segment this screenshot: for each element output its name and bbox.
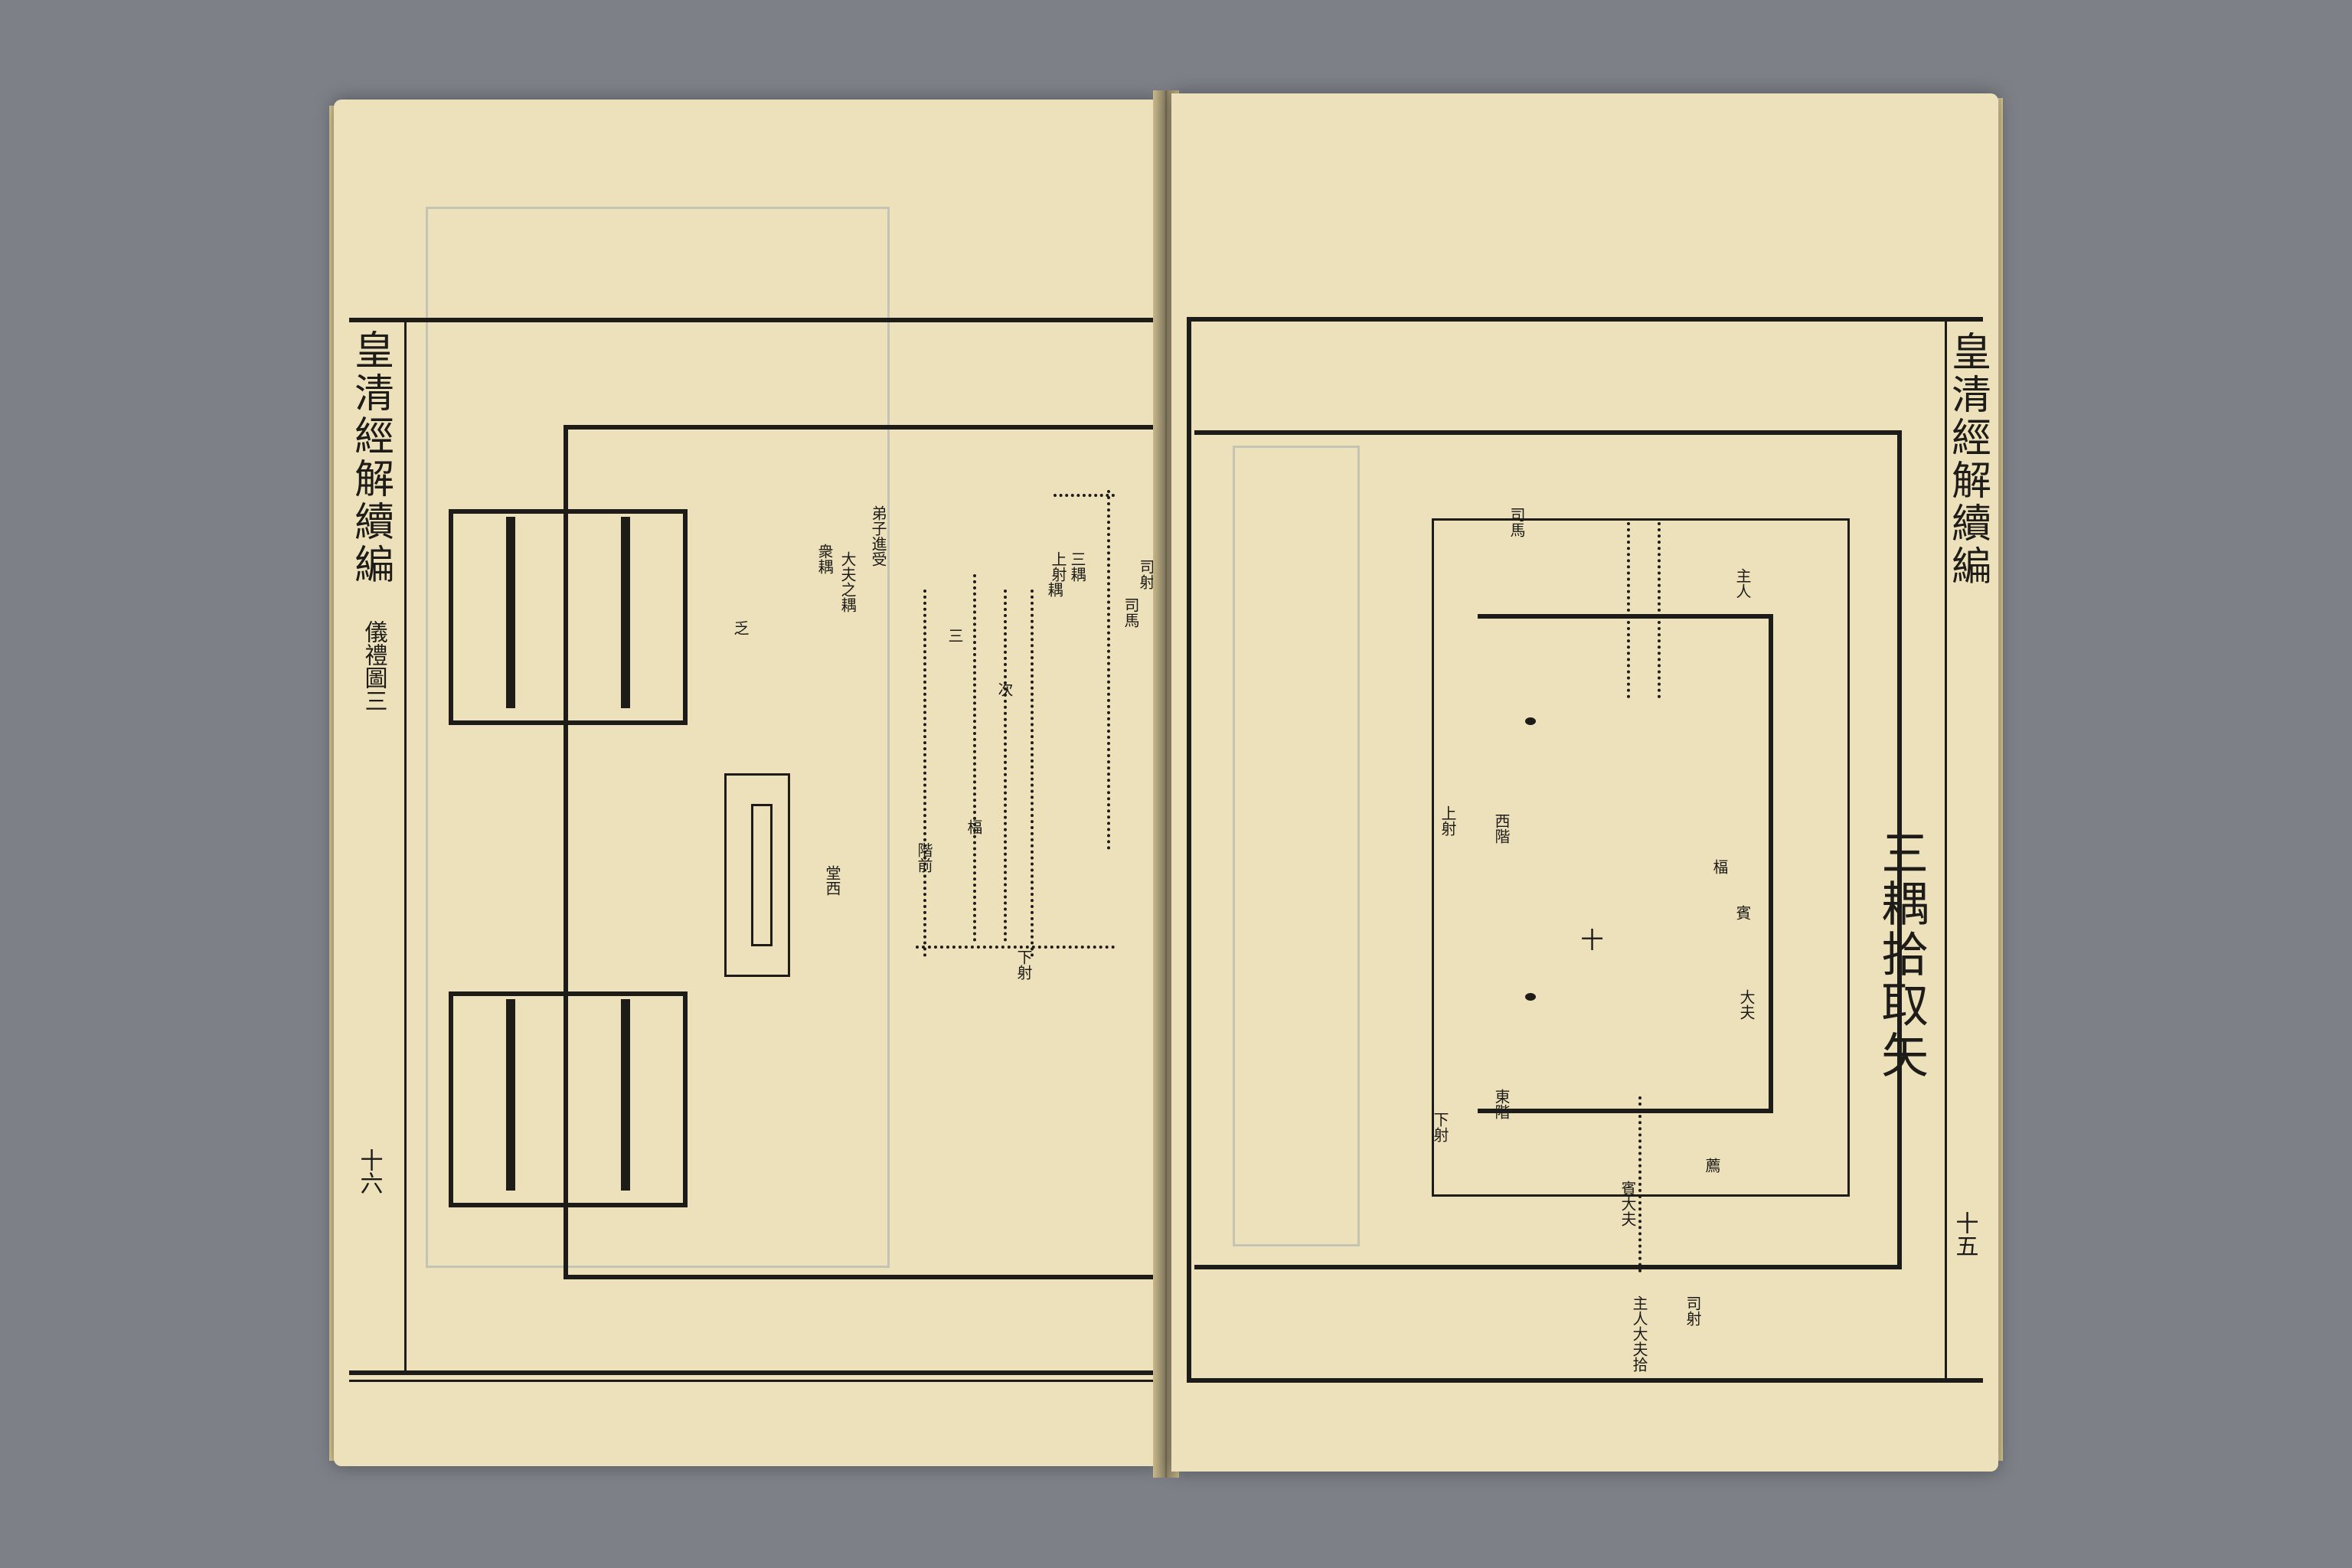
path-line [1004,590,1007,942]
label-0: 賓 [1733,905,1752,920]
diagram-top [564,425,1161,430]
diagram-bottom [1194,1265,1899,1269]
label-2: 上射 [1049,551,1067,582]
label-1: 司馬 [1122,597,1140,628]
label-12: 賓大夫 [1619,1181,1637,1227]
label-9: 乏 [731,620,750,635]
label-11: 堂西 [823,865,841,896]
hall-inner [1478,614,1773,1113]
show-through [1233,446,1360,1246]
bottom-rule [349,1370,1153,1375]
marker [1525,717,1536,725]
label-6: 衆耦 [815,544,834,574]
path-line [1107,490,1110,850]
label-11: 主人大夫拾 [1630,1295,1648,1372]
diagram-bottom [564,1275,1161,1279]
pillar [621,517,630,708]
label-10: 下射 [1431,1112,1449,1142]
show-through [426,207,890,1268]
diagram-top [1194,430,1899,435]
label-13: 次 [995,681,1014,697]
label-4: 十 [1576,928,1603,951]
frame-line [1187,317,1191,1381]
pillar [621,999,630,1191]
target-frame [724,773,790,977]
label-8: 司馬 [1508,507,1526,537]
label-5: 西階 [1492,813,1511,844]
right-header: 皇清經解續編 [1944,331,1991,588]
label-3: 下射 [1014,949,1033,980]
bottom-rule-thin [349,1380,1153,1382]
label-13: 司射 [1684,1295,1702,1326]
left-folio: 十六 [355,1148,383,1194]
label-2: 主人 [1733,568,1752,599]
building-bottom [449,991,688,1207]
path-line [1638,1096,1642,1272]
right-folio: 十五 [1951,1211,1978,1257]
label-14: 三 [946,628,964,643]
label-4: 三耦 [1068,551,1086,582]
label-7: 弟子進受 [869,505,887,567]
bottom-rule [1187,1378,1983,1383]
top-rule [349,318,1153,322]
left-page: 皇清經解續編 儀禮圖三 十六 司射 司馬 上射 下射 三耦 耦 衆耦 弟子進受 … [334,100,1161,1466]
target-inner [751,804,773,946]
top-rule [1187,317,1983,322]
frame-line [404,318,407,1374]
label-5: 耦 [1045,582,1063,597]
label-8: 大夫之耦 [838,551,857,612]
right-page: 皇清經解續編 三耦拾取矢 十五 賓 大夫 主人 楅 十 西階 東階 薦 司馬 上… [1171,93,1998,1472]
label-3: 楅 [1710,859,1729,874]
label-12: 階前 [915,842,933,873]
label-6: 東階 [1492,1089,1511,1119]
frame-line [1945,317,1947,1381]
building-top [449,509,688,725]
path-line [916,946,1115,949]
marker [1525,993,1536,1001]
pillar [506,999,515,1191]
label-9: 上射 [1439,805,1457,836]
label-0: 司射 [1137,559,1155,590]
diagram-right [1897,430,1902,1269]
label-1: 大夫 [1737,989,1756,1020]
left-title: 皇清經解續編 [347,329,394,586]
path-line [1658,522,1661,698]
path-line [1031,590,1034,957]
path-line [973,574,976,942]
path-line [1054,494,1115,497]
diagram-left [564,425,568,1279]
pillar [506,517,515,708]
path-line [1627,522,1630,698]
label-10: 楅 [965,819,983,835]
path-line [923,590,926,957]
label-7: 薦 [1703,1158,1721,1173]
left-section: 儀禮圖三 [360,620,387,712]
